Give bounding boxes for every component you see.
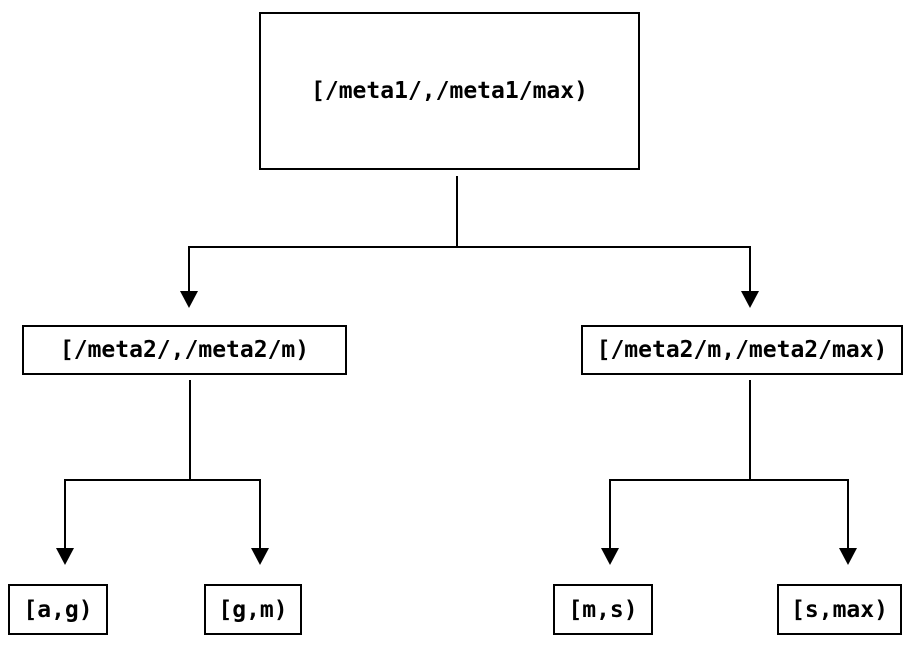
node-leaf-smax: [s,max) [777,584,902,635]
node-leaf-ms-label: [m,s) [568,596,638,623]
node-root: [/meta1/,/meta1/max) [259,12,640,170]
node-left-mid: [/meta2/,/meta2/m) [22,325,347,375]
node-leaf-smax-label: [s,max) [791,596,888,623]
node-root-label: [/meta1/,/meta1/max) [311,78,588,104]
node-leaf-ag-label: [a,g) [23,596,93,623]
node-leaf-ms: [m,s) [553,584,653,635]
node-left-mid-label: [/meta2/,/meta2/m) [59,337,310,363]
node-right-mid: [/meta2/m,/meta2/max) [581,325,903,375]
node-leaf-gm: [g,m) [204,584,302,635]
arrowhead-down-icon [741,291,759,308]
arrowhead-down-icon [180,291,198,308]
arrowhead-down-icon [839,548,857,565]
node-right-mid-label: [/meta2/m,/meta2/max) [596,337,888,363]
node-leaf-gm-label: [g,m) [218,596,288,623]
arrowhead-down-icon [56,548,74,565]
node-leaf-ag: [a,g) [8,584,108,635]
arrowhead-down-icon [601,548,619,565]
arrowhead-down-icon [251,548,269,565]
